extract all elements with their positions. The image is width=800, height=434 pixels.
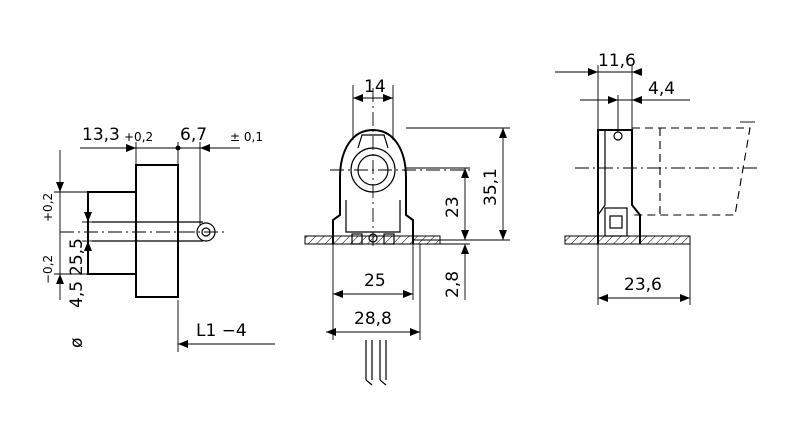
dim-14: 14 [364,77,386,97]
tube-outline-dashed [632,127,751,216]
wire-ends [365,379,387,386]
tol-minus-0-2: −0,2 [41,255,55,284]
dim-13-3: 13,3 [82,125,120,145]
dim-11-6: 11,6 [598,51,636,71]
dim-2-8: 2,8 [443,271,463,298]
left-view: 25,5 +0,2 4,5 −0,2 ø 13,3 +0,2 6,7 ± 0,1… [41,125,275,352]
dim-25: 25 [364,271,386,291]
right-base-plate [564,235,691,245]
dim-28-8: 28,8 [354,309,392,329]
tol-plus-0-2-vertical: +0,2 [41,193,55,222]
dim-25-5: 25,5 [67,238,87,276]
dim-4-5: 4,5 [67,281,87,308]
dim-6-7: 6,7 [180,125,207,145]
middle-slot [357,134,389,149]
dim-35-1: 35,1 [481,168,501,206]
diameter-symbol: ø [67,338,87,348]
right-body-outline [597,129,641,244]
dim-23-6: 23,6 [624,275,662,295]
tol-plus-0-2: +0,2 [124,130,153,144]
right-view: 11,6 4,4 23,6 [555,51,760,305]
wires [365,340,387,380]
right-body-inner [597,130,606,216]
dim-4-4: 4,4 [648,79,675,99]
tol-pm-0-1: ± 0,1 [230,130,263,144]
dim-l1-4: L1 −4 [196,321,247,341]
right-foot [604,207,628,237]
dim-23: 23 [443,196,463,218]
tube-pin [92,221,203,242]
left-body-outline [87,164,179,298]
middle-view: 14 23 35,1 2,8 25 28,8 [304,77,510,386]
